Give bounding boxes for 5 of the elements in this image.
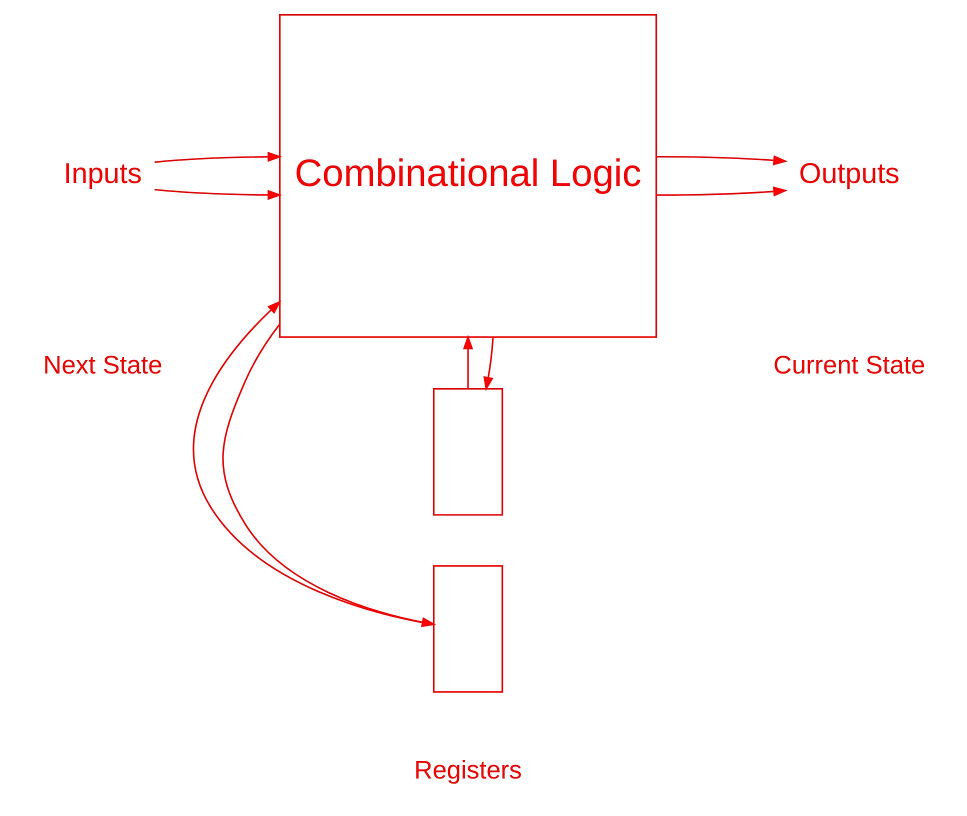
label: Next State <box>42 351 162 380</box>
label: Registers <box>414 756 522 785</box>
node-text: Inputs <box>63 158 142 190</box>
label: Current State <box>772 351 925 380</box>
node-text: Outputs <box>798 158 900 190</box>
